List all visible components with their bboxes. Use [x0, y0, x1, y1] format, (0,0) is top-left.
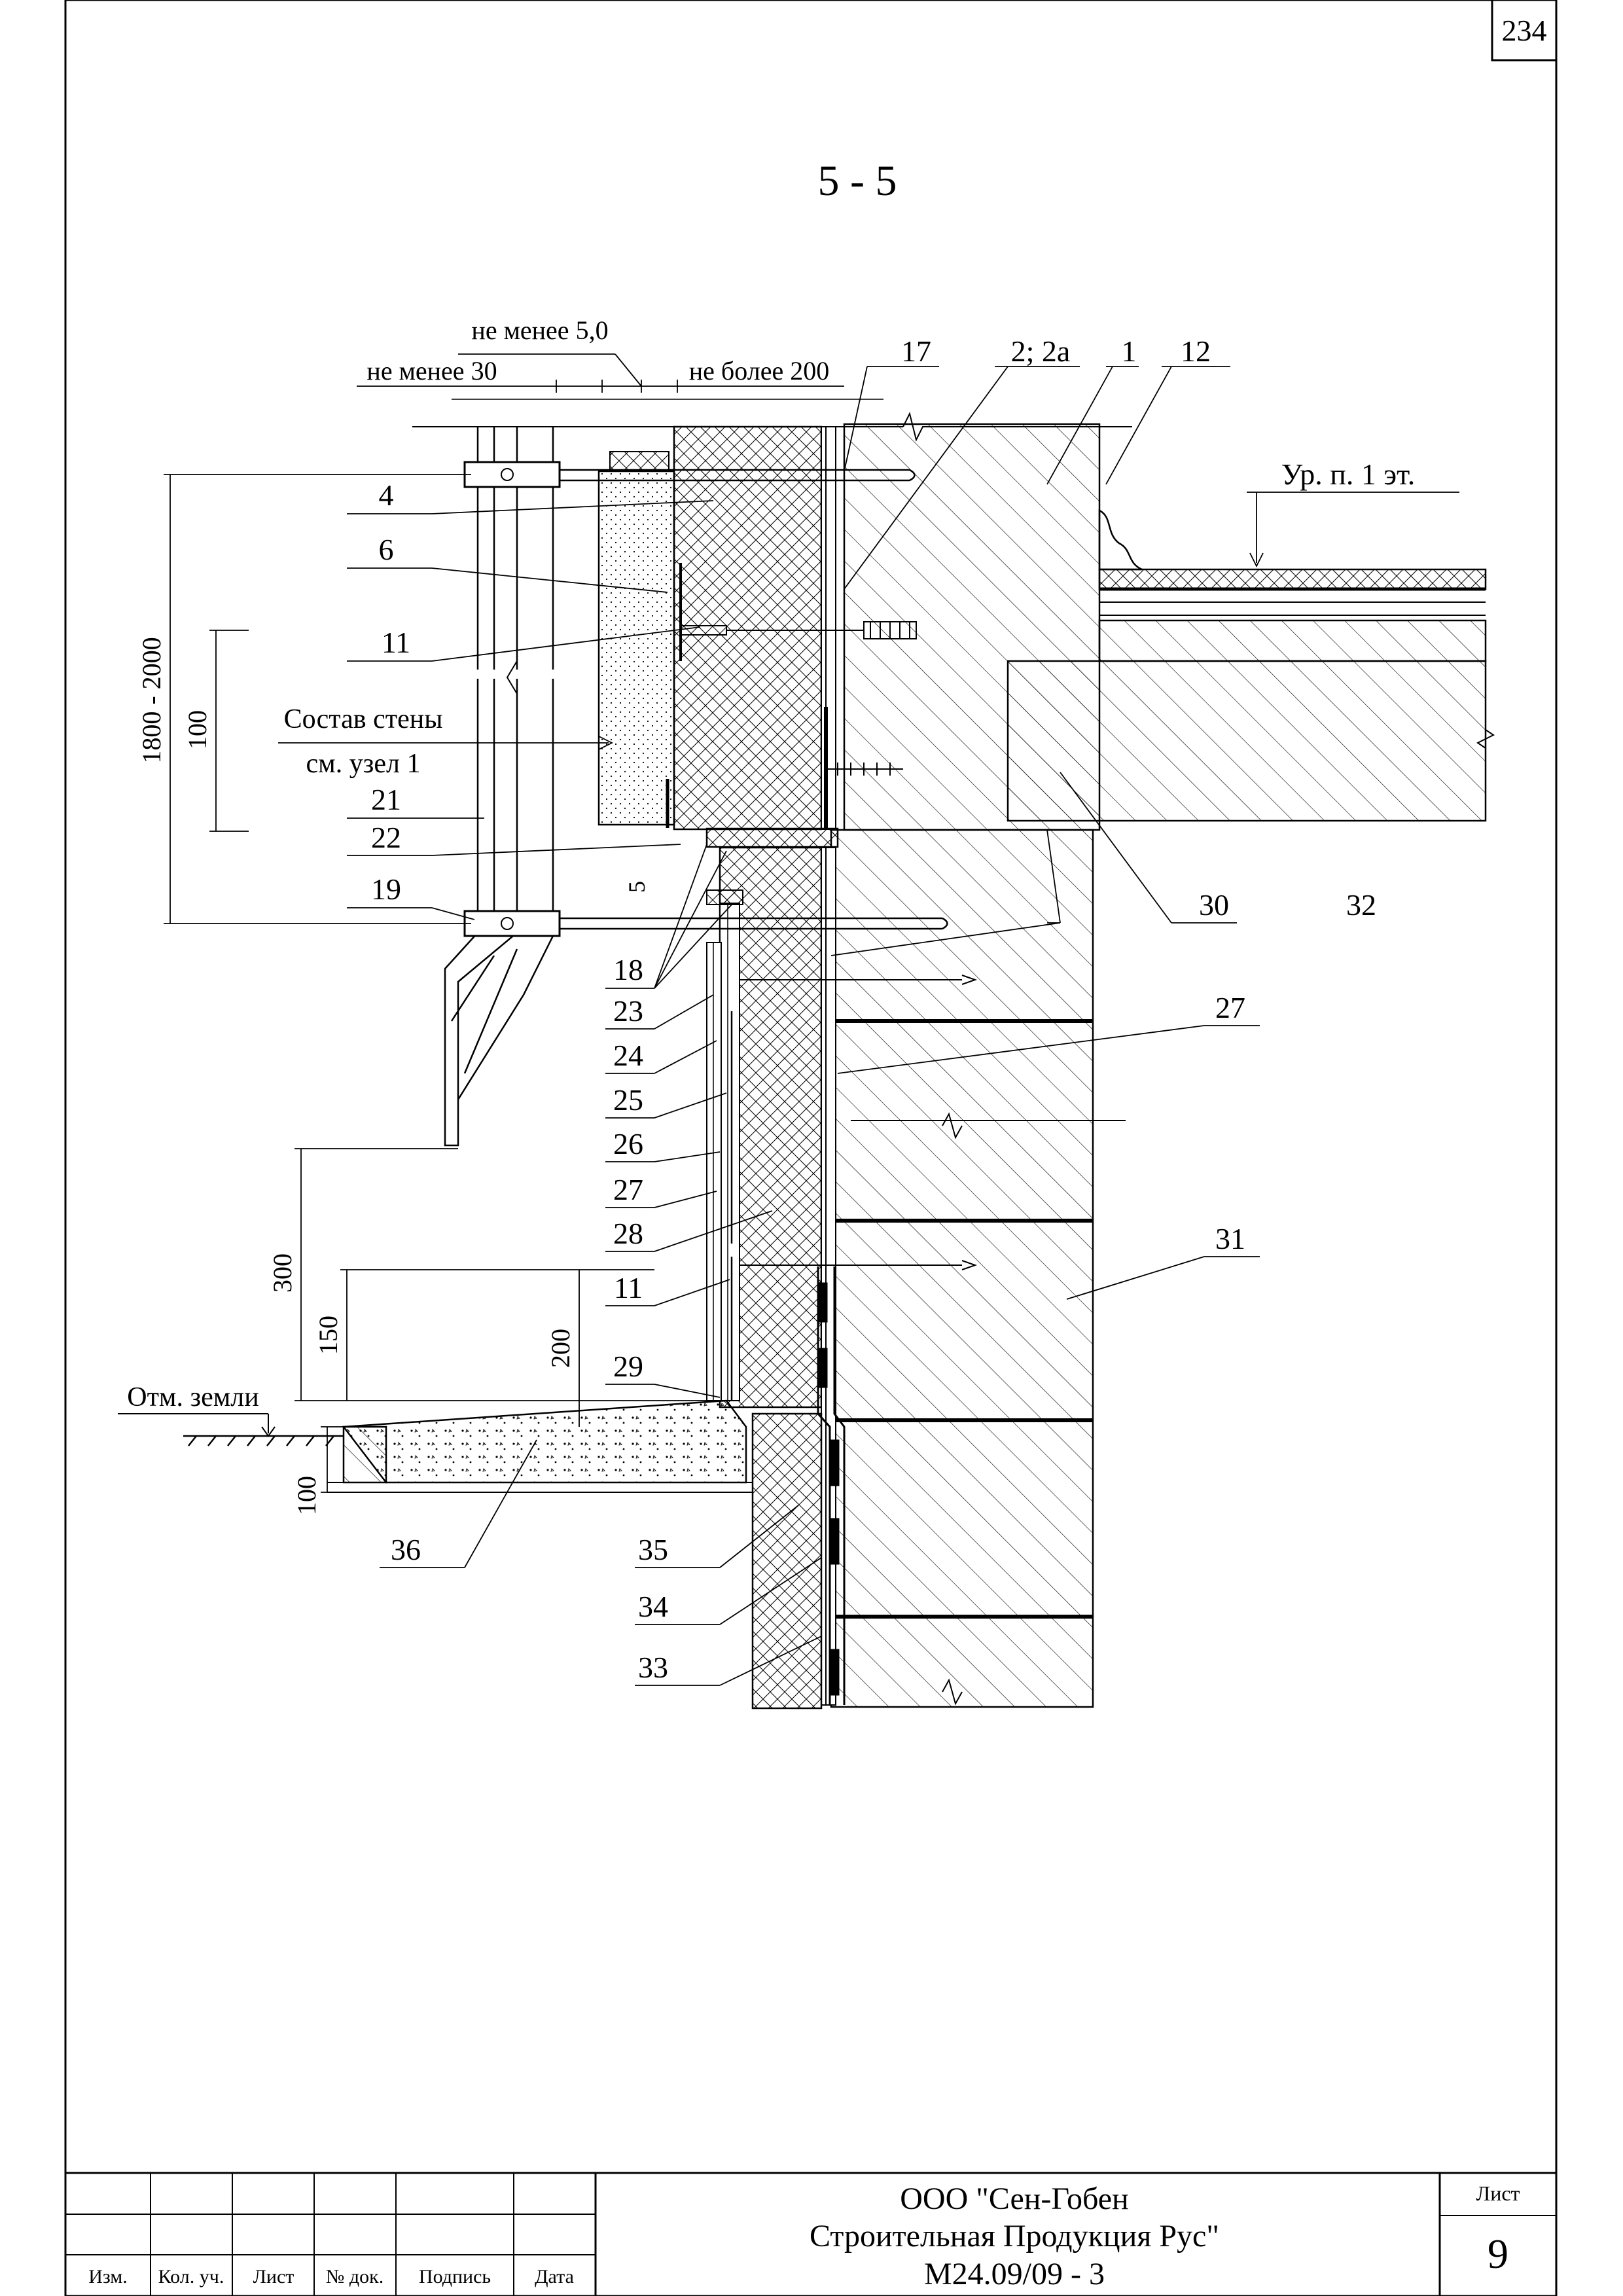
wall-note-line-2: см. узел 1	[306, 749, 421, 779]
title-block-text: ООО "Сен-Гобен Строительная Продукция Ру…	[810, 2181, 1520, 2291]
dim-200: 200	[546, 1329, 575, 1368]
label-18: 18	[613, 953, 643, 986]
dim-5-gap: 5	[624, 881, 650, 893]
document-code: М24.09/09 - 3	[924, 2257, 1105, 2291]
label-23: 23	[613, 994, 643, 1028]
sheet-label: Лист	[1476, 2181, 1520, 2205]
label-27-left: 27	[613, 1173, 643, 1206]
title-block-headers: Изм. Кол. уч. Лист № док. Подпись Дата	[88, 2266, 574, 2287]
label-19: 19	[371, 872, 401, 906]
floor-slab	[1007, 660, 1495, 822]
wall-note-line-1: Состав стены	[284, 704, 443, 734]
label-27-right: 27	[1215, 991, 1245, 1024]
label-31: 31	[1215, 1222, 1245, 1255]
floor-construction	[1098, 509, 1487, 662]
dim-max-200: не более 200	[689, 356, 829, 386]
label-30: 30	[1199, 888, 1229, 922]
label-24: 24	[613, 1039, 643, 1072]
upper-insulation	[597, 425, 839, 848]
brick-wall-lower	[830, 829, 1126, 1708]
anchor-dowels	[680, 621, 917, 776]
company-line-1: ООО "Сен-Гобен	[900, 2181, 1128, 2216]
sheet-number: 9	[1488, 2231, 1508, 2277]
header-n-dok: № док.	[326, 2266, 383, 2287]
blind-area	[327, 1399, 753, 1493]
drawing-frame	[64, 0, 1558, 2296]
plinth-insulation	[706, 846, 836, 1710]
label-32: 32	[1346, 888, 1376, 922]
label-35: 35	[638, 1533, 668, 1566]
label-29: 29	[613, 1350, 643, 1383]
label-34: 34	[638, 1590, 668, 1623]
waterproofing	[817, 1266, 846, 1705]
company-line-2: Строительная Продукция Рус"	[810, 2219, 1219, 2253]
header-podpis: Подпись	[419, 2266, 491, 2287]
label-28: 28	[613, 1217, 643, 1250]
title-block	[65, 2172, 1556, 2296]
section-title: 5 - 5	[818, 157, 897, 205]
ground-line	[118, 1413, 344, 1446]
label-36: 36	[391, 1533, 421, 1566]
label-17: 17	[901, 334, 931, 368]
dim-1800: 1800 - 2000	[137, 637, 166, 763]
header-data: Дата	[535, 2266, 574, 2287]
ground-level-label: Отм. земли	[127, 1382, 259, 1412]
header-kol-uch: Кол. уч.	[158, 2266, 224, 2287]
top-break-line	[412, 399, 1132, 442]
dim-min-30: не менее 30	[366, 356, 497, 386]
dim-100-lower: 100	[292, 1476, 321, 1515]
callout-leaders	[278, 366, 1459, 1686]
label-4: 4	[379, 478, 394, 512]
header-list: Лист	[253, 2266, 294, 2287]
label-12: 12	[1181, 334, 1211, 368]
dimension-lines	[164, 353, 844, 1493]
floor-level-label: Ур. п. 1 эт.	[1281, 457, 1416, 491]
dim-150: 150	[313, 1316, 343, 1355]
dim-300: 300	[268, 1253, 297, 1293]
label-11-lower: 11	[614, 1271, 643, 1304]
label-2-2a: 2; 2а	[1011, 334, 1071, 368]
header-izm: Изм.	[88, 2266, 128, 2287]
label-25: 25	[613, 1083, 643, 1117]
label-33: 33	[638, 1651, 668, 1684]
dim-min-5: не менее 5,0	[471, 315, 608, 345]
label-1: 1	[1122, 334, 1137, 368]
svg-text:не менее 30: не менее 30	[366, 356, 497, 386]
svg-text:не более 200: не более 200	[689, 356, 829, 386]
downpipe	[444, 427, 563, 1147]
label-21: 21	[371, 783, 401, 816]
callout-labels: 17 2; 2а 1 12 Ур. п. 1 эт. 4 6 11 Состав…	[127, 334, 1415, 1684]
page-number: 234	[1502, 14, 1547, 47]
label-11-upper: 11	[382, 626, 410, 659]
label-22: 22	[371, 821, 401, 854]
brackets	[463, 461, 948, 937]
plinth-dowels	[740, 975, 978, 1270]
svg-text:не менее 5,0: не менее 5,0	[471, 315, 608, 345]
label-26: 26	[613, 1127, 643, 1160]
dim-100-upper: 100	[183, 710, 212, 749]
label-6: 6	[379, 533, 394, 566]
